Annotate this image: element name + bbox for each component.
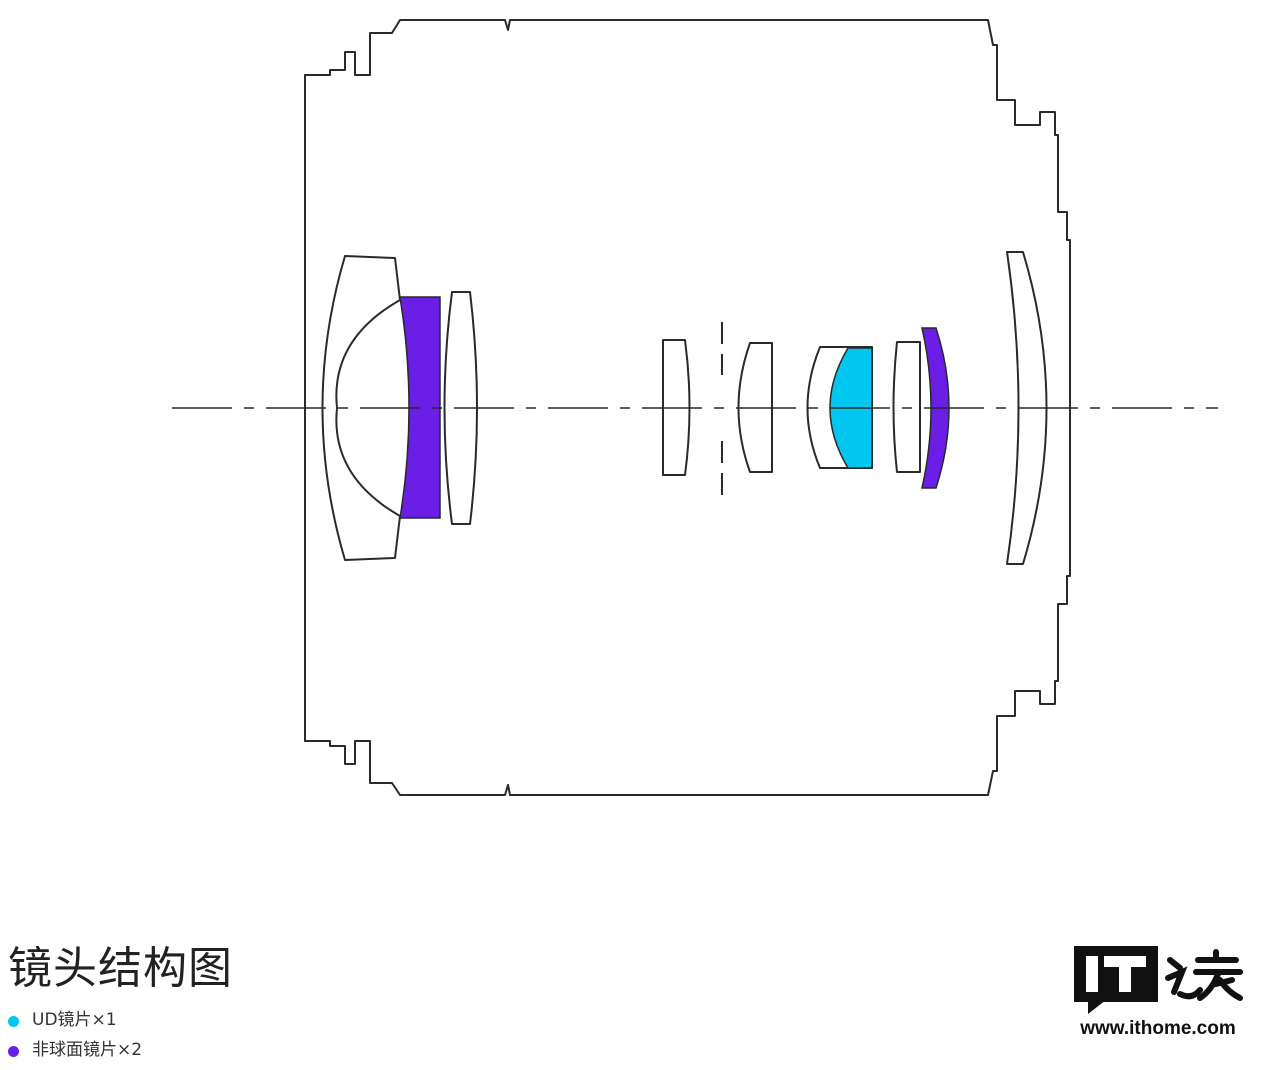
- aspherical-legend-dot-icon: [8, 1045, 19, 1057]
- lens-element-5: [737, 342, 773, 473]
- ithome-url: www.ithome.com: [1080, 1018, 1236, 1039]
- lens-barrel-outline-bottom: [304, 408, 1071, 796]
- lens-element-1: [321, 255, 401, 561]
- legend-item-aspherical: 非球面镜片×2: [8, 1034, 142, 1060]
- lens-element-8: [892, 341, 921, 473]
- legend-label-ud: UD镜片×1: [32, 1009, 117, 1030]
- ithome-logo: www.ithome.com: [1072, 944, 1244, 1044]
- legend-item-ud: UD镜片×1: [8, 1004, 117, 1030]
- lens-barrel-outline: [304, 19, 1071, 408]
- ud-legend-dot-icon: [8, 1015, 19, 1027]
- lens-structure-diagram: [172, 19, 1218, 796]
- lens-element-10: [1006, 251, 1048, 565]
- lens-element-6: [806, 346, 873, 469]
- legend-label-aspherical: 非球面镜片×2: [32, 1039, 143, 1060]
- lens-element-3: [443, 291, 478, 525]
- ithome-logo-icon: [1074, 946, 1243, 1014]
- lens-element-4: [662, 339, 691, 476]
- diagram-title: 镜头结构图: [8, 943, 233, 994]
